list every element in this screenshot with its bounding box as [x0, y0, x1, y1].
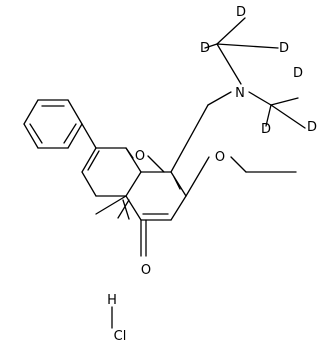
benzo-ring — [125, 155, 187, 257]
methoxy-group — [185, 156, 297, 197]
dimethylaminomethyl-group-bond-9 — [204, 43, 218, 49]
atom-d-left: D — [200, 41, 210, 56]
dimethylaminomethyl-group-bond-4 — [270, 97, 299, 106]
methyl-group — [95, 195, 127, 215]
dimethylaminomethyl-group-bond-1 — [170, 104, 209, 173]
pyranone-ring-bond-10 — [117, 199, 130, 219]
atom-d-right2: D — [261, 122, 271, 137]
atom-o-methoxy: O — [215, 150, 225, 165]
dimethylaminomethyl-group-bond-6 — [270, 104, 306, 129]
pyranone-ring-bond-1 — [81, 123, 97, 149]
phenyl-ring-bond-2 — [67, 99, 83, 125]
atom-h: H — [107, 293, 117, 308]
dimethylaminomethyl-group-bond-8 — [216, 17, 246, 45]
dimethylaminomethyl-group-bond-10 — [216, 43, 279, 49]
dimethylaminomethyl-group-bond-5 — [265, 104, 272, 127]
atom-o-carbonyl: O — [141, 263, 151, 278]
phenyl-ring-bond-8 — [63, 123, 77, 144]
benzo-ring-bond-5 — [125, 195, 142, 221]
methoxy-group-bond-1 — [185, 156, 210, 197]
pyranone-ring-bond-6 — [81, 171, 97, 197]
atom-d-topright: D — [279, 41, 289, 56]
pyranone-ring-bond-11 — [122, 199, 130, 220]
atom-n: N — [235, 86, 245, 101]
dimethylaminomethyl-group — [170, 17, 306, 173]
phenyl-ring-bond-6 — [23, 99, 39, 125]
dimethylaminomethyl-group-bond-3 — [248, 91, 272, 106]
pyranone-ring-bond-3 — [87, 150, 100, 171]
atom-cl: Cl — [114, 329, 127, 344]
methyl-group-bond-1 — [95, 195, 127, 215]
dimethylaminomethyl-group-bond-7 — [216, 43, 242, 85]
methoxy-group-bond-2 — [230, 156, 247, 173]
pyranone-ring — [81, 123, 142, 220]
atom-d-right3: D — [307, 120, 317, 135]
atom-d-right1: D — [293, 66, 303, 81]
benzo-ring-bond-2 — [170, 171, 187, 197]
pyranone-ring-bond-2 — [81, 147, 97, 173]
atom-o-ring: O — [135, 149, 145, 164]
benzo-ring-bond-3 — [170, 195, 187, 221]
pyranone-ring-bond-9 — [125, 147, 142, 173]
phenyl-ring-bond-3 — [67, 123, 83, 149]
phenyl-ring-bond-9 — [29, 123, 43, 144]
benzo-ring-bond-8 — [147, 155, 165, 173]
dimethylaminomethyl-group-bond-2 — [207, 91, 232, 106]
pyranone-ring-bond-8 — [125, 171, 142, 197]
phenyl-ring-bond-5 — [23, 123, 39, 149]
atom-d-top: D — [236, 5, 246, 20]
benzo-ring-bond-6 — [173, 176, 181, 190]
phenyl-ring — [23, 99, 83, 149]
